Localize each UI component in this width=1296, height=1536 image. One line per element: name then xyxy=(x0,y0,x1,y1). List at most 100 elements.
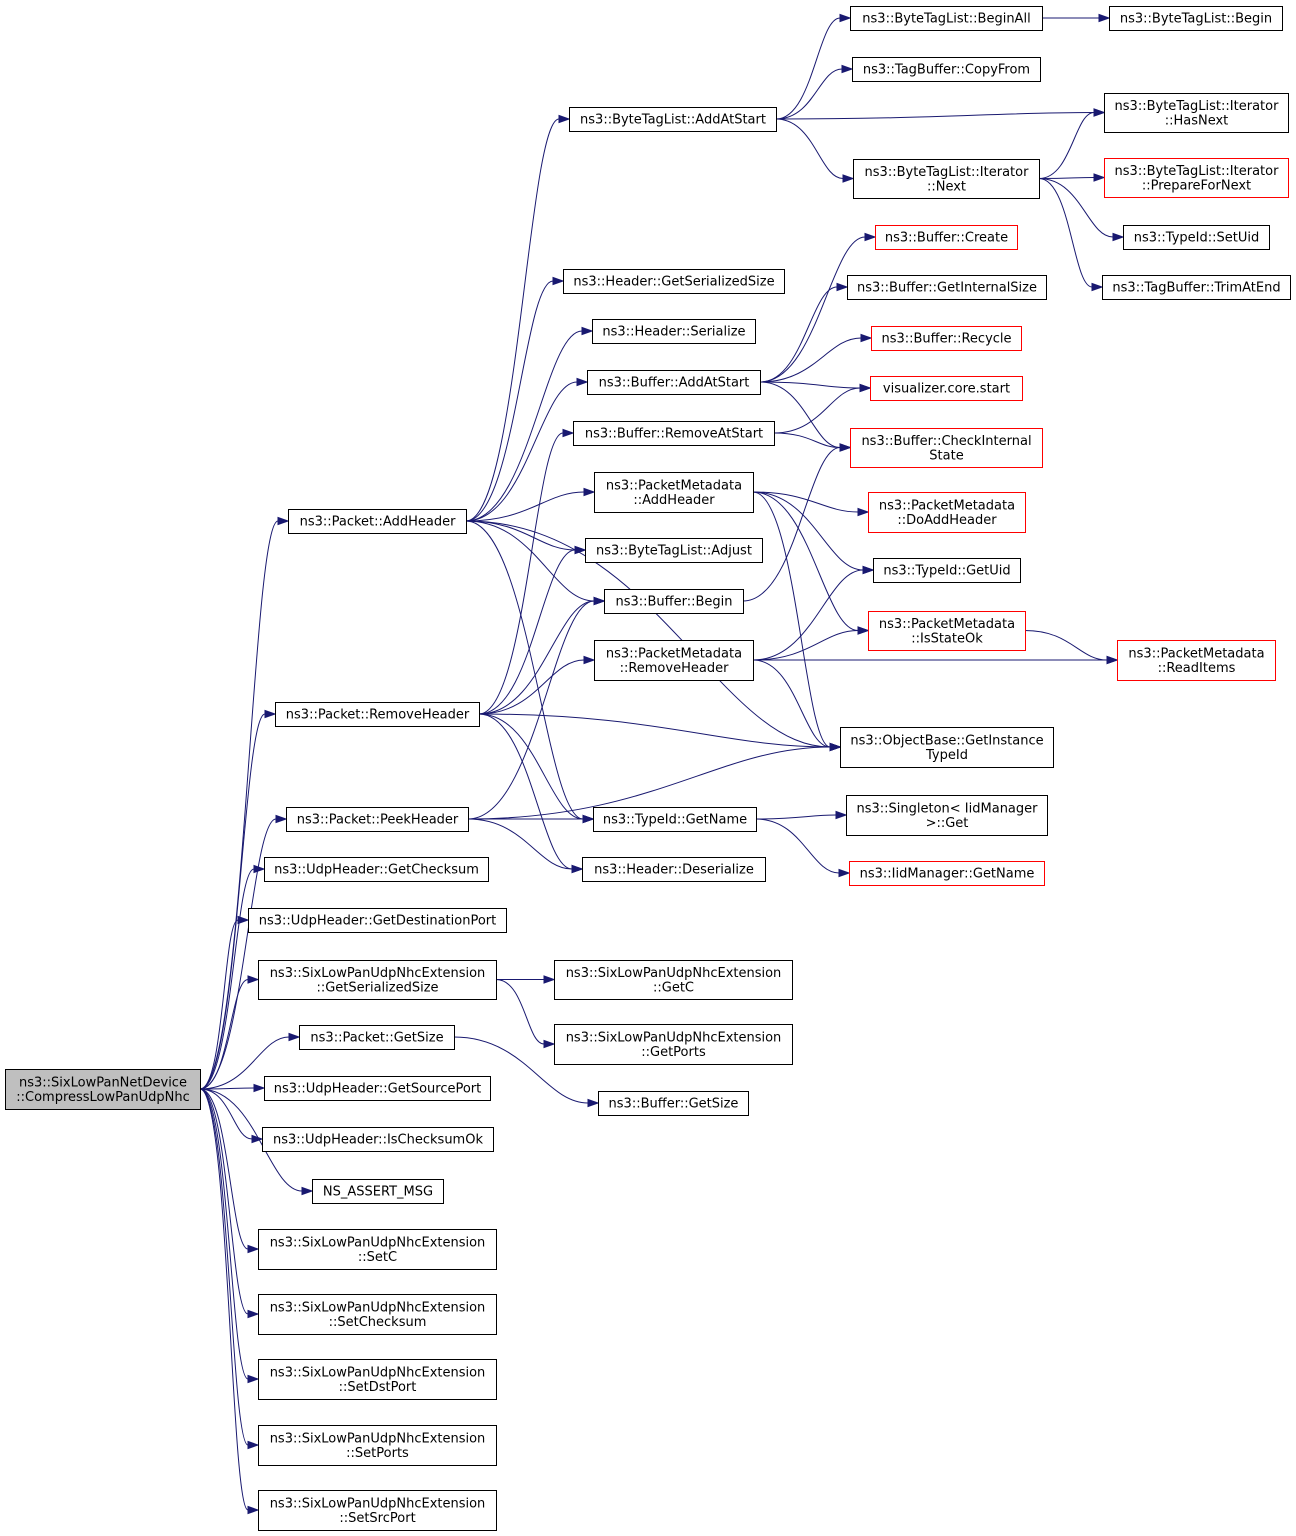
arrowhead-icon xyxy=(247,1374,260,1384)
node-label: ns3::ByteTagList::Begin xyxy=(1120,12,1272,27)
edge-line xyxy=(199,1088,249,1511)
arrowhead-icon xyxy=(562,428,575,438)
node-label: ::SetSrcPort xyxy=(339,1511,415,1526)
node-box xyxy=(275,702,480,727)
call-edge xyxy=(465,377,589,522)
call-edge xyxy=(467,596,606,820)
node-pkt-getsize[interactable]: ns3::Packet::GetSize xyxy=(299,1025,455,1050)
node-buf-addatstart[interactable]: ns3::Buffer::AddAtStart xyxy=(587,370,761,395)
node-pkt-addheader[interactable]: ns3::Packet::AddHeader xyxy=(288,509,467,534)
node-pm-isstateok[interactable]: ns3::PacketMetadata::IsStateOk xyxy=(868,611,1026,651)
node-tagbuf-copyfrom[interactable]: ns3::TagBuffer::CopyFrom xyxy=(852,57,1041,82)
node-hdr-deserialize[interactable]: ns3::Header::Deserialize xyxy=(582,857,766,882)
node-nhc-setsrcport[interactable]: ns3::SixLowPanUdpNhcExtension::SetSrcPor… xyxy=(258,1490,497,1531)
arrowhead-icon xyxy=(862,565,875,575)
node-udp-getsrcport[interactable]: ns3::UdpHeader::GetSourcePort xyxy=(264,1076,491,1101)
node-nhc-setports[interactable]: ns3::SixLowPanUdpNhcExtension::SetPorts xyxy=(258,1425,497,1466)
edge-line xyxy=(775,68,843,120)
node-label: ns3::UdpHeader::GetChecksum xyxy=(274,863,479,878)
node-pm-readitems[interactable]: ns3::PacketMetadata::ReadItems xyxy=(1117,640,1276,681)
node-btl-begin[interactable]: ns3::ByteTagList::Begin xyxy=(1109,6,1283,31)
node-label: ns3::SixLowPanNetDevice xyxy=(19,1075,187,1090)
node-tagbuf-trimatend[interactable]: ns3::TagBuffer::TrimAtEnd xyxy=(1102,275,1291,300)
node-box xyxy=(1104,93,1289,133)
node-udp-ischecksumok[interactable]: ns3::UdpHeader::IsChecksumOk xyxy=(262,1127,494,1152)
node-ns-assert-msg[interactable]: NS_ASSERT_MSG xyxy=(312,1179,444,1204)
node-buf-getinternalsize[interactable]: ns3::Buffer::GetInternalSize xyxy=(847,275,1047,300)
node-hdr-getserializedsize[interactable]: ns3::Header::GetSerializedSize xyxy=(563,269,785,294)
call-edge xyxy=(199,1088,260,1254)
call-edge xyxy=(465,520,587,555)
node-typeid-setuid[interactable]: ns3::TypeId::SetUid xyxy=(1123,225,1270,250)
node-pkt-removeheader[interactable]: ns3::Packet::RemoveHeader xyxy=(275,702,480,727)
node-buf-recycle[interactable]: ns3::Buffer::Recycle xyxy=(871,326,1022,351)
node-typeid-getuid[interactable]: ns3::TypeId::GetUid xyxy=(873,558,1021,583)
node-label: ns3::Singleton< IidManager xyxy=(856,801,1038,816)
arrowhead-icon xyxy=(574,545,587,555)
node-udp-getdstport[interactable]: ns3::UdpHeader::GetDestinationPort xyxy=(248,908,507,933)
arrowhead-icon xyxy=(301,1186,314,1196)
edge-line xyxy=(199,1088,249,1446)
node-buf-begin[interactable]: ns3::Buffer::Begin xyxy=(604,589,744,614)
node-box xyxy=(288,509,467,534)
call-edge xyxy=(465,276,565,522)
node-btli-hasnext[interactable]: ns3::ByteTagList::Iterator::HasNext xyxy=(1104,93,1289,133)
node-nhc-setc[interactable]: ns3::SixLowPanUdpNhcExtension::SetC xyxy=(258,1229,497,1270)
node-label: ns3::SixLowPanUdpNhcExtension xyxy=(270,1431,486,1446)
arrowhead-icon xyxy=(583,487,596,497)
arrowhead-icon xyxy=(543,975,556,984)
node-label: TypeId xyxy=(925,748,968,763)
node-buf-removeatstart[interactable]: ns3::Buffer::RemoveAtStart xyxy=(573,421,775,446)
node-label: ns3::Buffer::AddAtStart xyxy=(599,376,750,391)
node-pm-removeheader[interactable]: ns3::PacketMetadata::RemoveHeader xyxy=(594,640,754,681)
node-box xyxy=(604,589,744,614)
call-edge xyxy=(775,13,852,120)
node-pkt-peekheader[interactable]: ns3::Packet::PeekHeader xyxy=(286,807,469,832)
edge-line xyxy=(465,520,595,602)
node-box xyxy=(1102,275,1291,300)
call-edge xyxy=(1042,13,1111,23)
node-nhc-setdstport[interactable]: ns3::SixLowPanUdpNhcExtension::SetDstPor… xyxy=(258,1359,497,1400)
node-nhc-getports[interactable]: ns3::SixLowPanUdpNhcExtension::GetPorts xyxy=(554,1024,793,1065)
node-label: ::HasNext xyxy=(1165,113,1229,128)
node-nhc-setchecksum[interactable]: ns3::SixLowPanUdpNhcExtension::SetChecks… xyxy=(258,1294,497,1335)
node-btl-adjust[interactable]: ns3::ByteTagList::Adjust xyxy=(585,538,763,563)
node-btl-beginall[interactable]: ns3::ByteTagList::BeginAll xyxy=(850,6,1043,31)
node-label: ::SetC xyxy=(358,1250,397,1265)
node-viz-core-start[interactable]: visualizer.core.start xyxy=(870,376,1023,401)
node-root[interactable]: ns3::SixLowPanNetDevice::CompressLowPanU… xyxy=(5,1069,201,1110)
node-hdr-serialize[interactable]: ns3::Header::Serialize xyxy=(592,319,756,344)
node-label: ::SetDstPort xyxy=(339,1380,417,1395)
node-pm-doaddheader[interactable]: ns3::PacketMetadata::DoAddHeader xyxy=(868,492,1026,533)
node-btl-addatstart[interactable]: ns3::ByteTagList::AddAtStart xyxy=(569,107,777,132)
node-label: ns3::SixLowPanUdpNhcExtension xyxy=(270,1300,486,1315)
edge-line xyxy=(199,1087,255,1090)
call-edge xyxy=(775,108,1106,120)
edge-line xyxy=(1024,630,1108,661)
edge-line xyxy=(465,520,584,820)
node-buf-create[interactable]: ns3::Buffer::Create xyxy=(875,225,1018,250)
node-iidmgr-getname[interactable]: ns3::IidManager::GetName xyxy=(849,861,1045,886)
arrowhead-icon xyxy=(839,443,852,452)
node-btli-preparefornext[interactable]: ns3::ByteTagList::Iterator::PrepareForNe… xyxy=(1104,158,1289,198)
node-label: ::AddHeader xyxy=(633,493,715,508)
node-label: ns3::SixLowPanUdpNhcExtension xyxy=(270,966,486,981)
call-edge xyxy=(199,814,288,1090)
arrowhead-icon xyxy=(288,1032,301,1042)
node-nhc-getserializedsize[interactable]: ns3::SixLowPanUdpNhcExtension::GetSerial… xyxy=(258,960,497,1000)
call-edge xyxy=(755,818,851,878)
arrowhead-icon xyxy=(571,864,584,874)
node-btli-next[interactable]: ns3::ByteTagList::Iterator::Next xyxy=(853,159,1040,199)
node-buf-getsize[interactable]: ns3::Buffer::GetSize xyxy=(598,1091,749,1116)
node-singleton-get[interactable]: ns3::Singleton< IidManager>::Get xyxy=(846,795,1048,836)
node-box xyxy=(593,807,757,832)
node-nhc-getc[interactable]: ns3::SixLowPanUdpNhcExtension::GetC xyxy=(554,960,793,1000)
edge-line xyxy=(752,491,831,748)
node-typeid-getname[interactable]: ns3::TypeId::GetName xyxy=(593,807,757,832)
node-pm-addheader[interactable]: ns3::PacketMetadata::AddHeader xyxy=(594,472,754,513)
node-udp-getchecksum[interactable]: ns3::UdpHeader::GetChecksum xyxy=(264,857,489,882)
edge-line xyxy=(467,746,831,820)
edge-line xyxy=(1038,112,1095,179)
